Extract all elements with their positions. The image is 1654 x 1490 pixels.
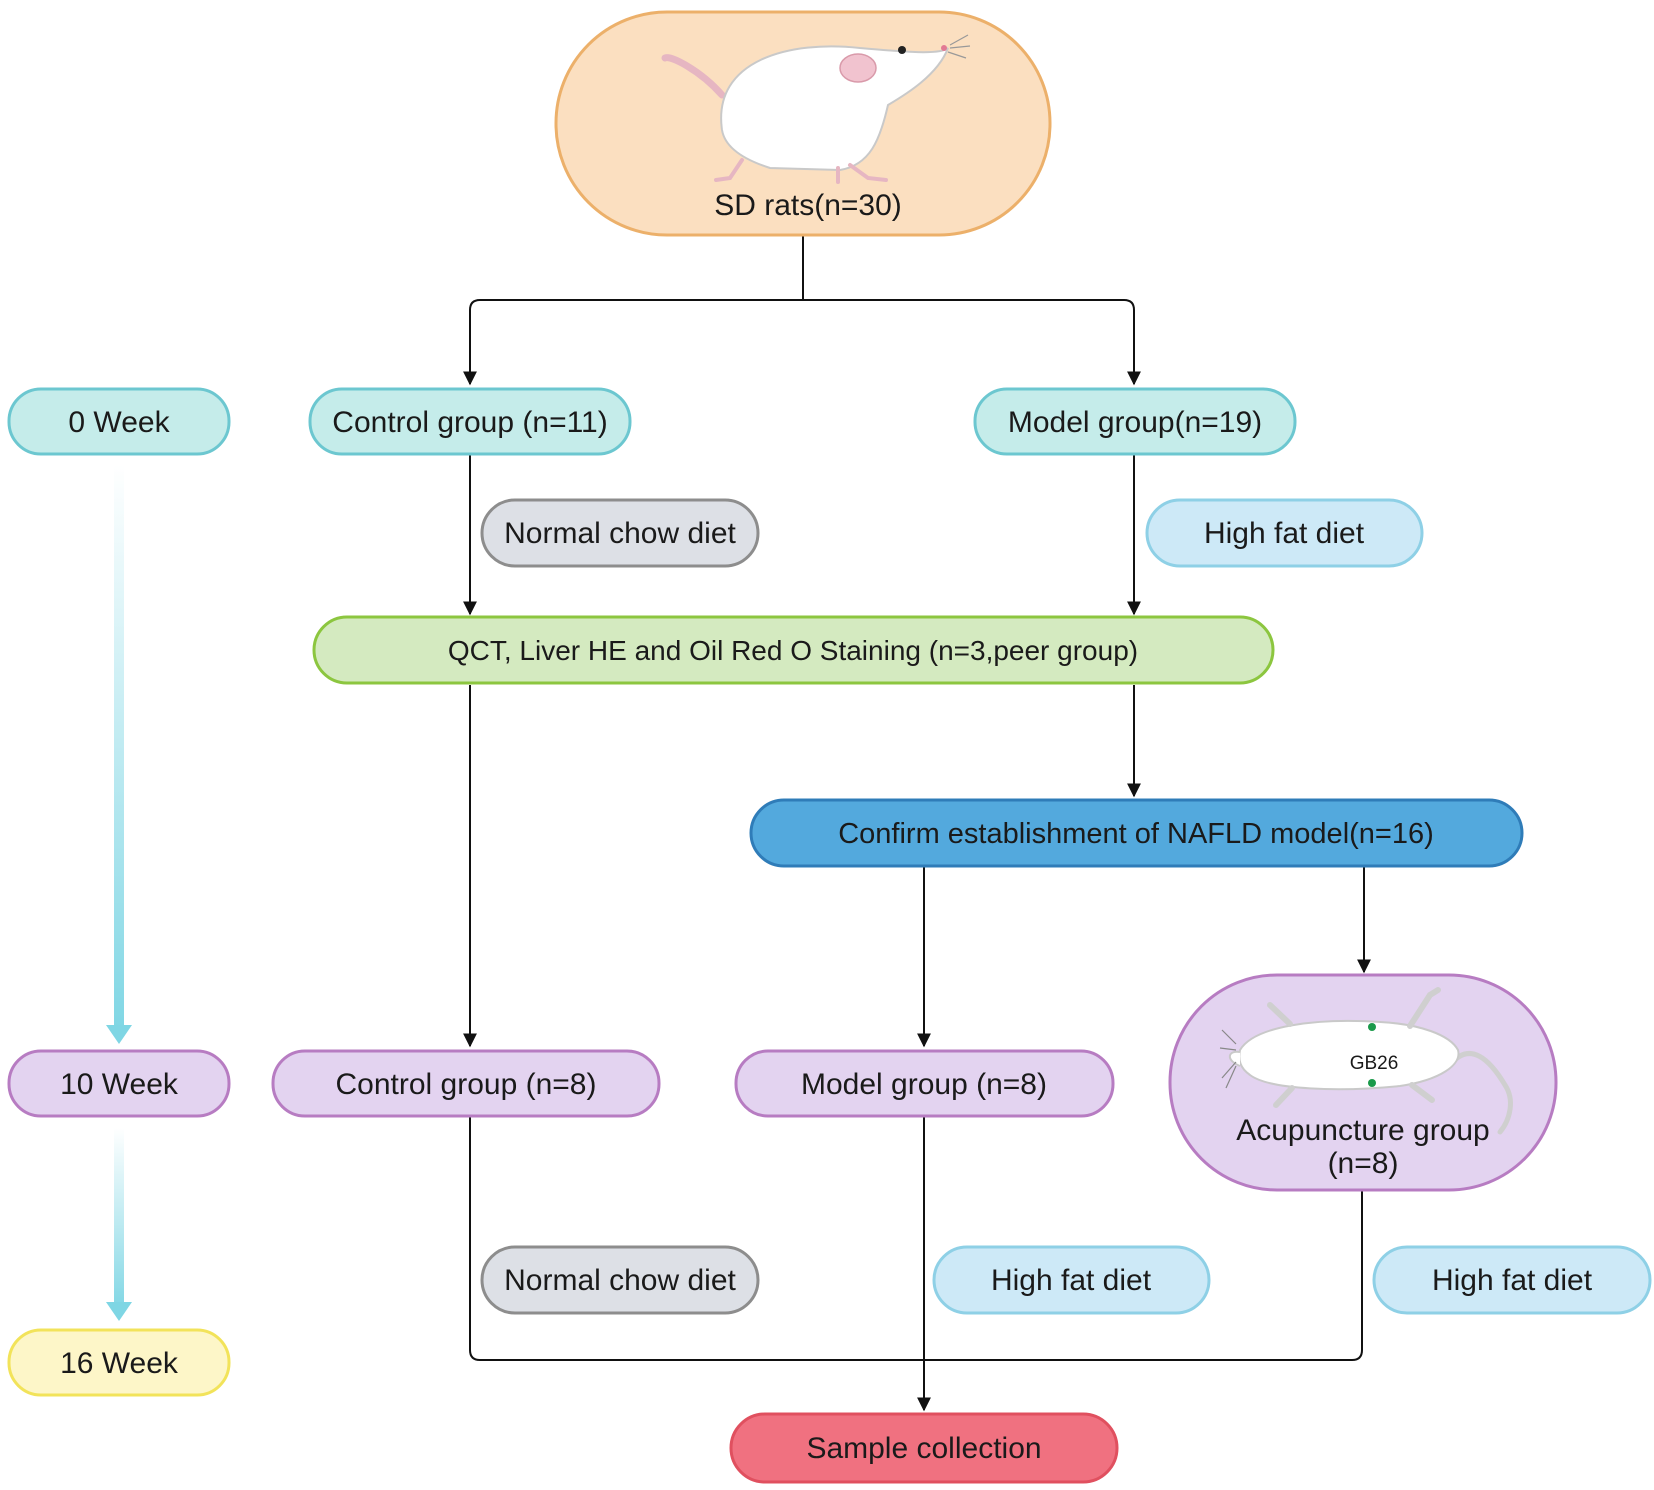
week-16-pill (7, 1328, 231, 1397)
acupoint-label: GB26 (1350, 1053, 1399, 1074)
timeline-bar-upper (114, 465, 124, 1035)
model-group-initial-shape (973, 387, 1297, 456)
control-group-initial-label: Control group (n=11) (332, 406, 607, 439)
connector-control-final-merge (469, 1116, 1363, 1361)
rat-icon (661, 34, 971, 184)
control-group-final-label: Control group (n=8) (336, 1068, 597, 1101)
normal-chow-diet-bottom-label: Normal chow diet (504, 1264, 736, 1297)
control-group-final-shape (271, 1049, 661, 1118)
week-10-label: 10 Week (60, 1068, 179, 1101)
start-node: SD rats(n=30) (554, 10, 1052, 237)
high-fat-diet-top-label: High fat diet (1204, 517, 1365, 550)
high-fat-diet-right-shape (1372, 1245, 1652, 1315)
connector-split-control (463, 236, 804, 386)
model-group-initial-label: Model group(n=19) (1008, 406, 1262, 439)
high-fat-diet-top-shape (1145, 498, 1424, 568)
rat-topview-icon (1219, 987, 1513, 1135)
high-fat-diet-right-label: High fat diet (1432, 1264, 1593, 1297)
timeline-arrowhead-upper (106, 1025, 132, 1044)
connector-split-model (803, 299, 1141, 386)
acupuncture-group: GB26 Acupuncture group (n=8) (1168, 973, 1558, 1192)
normal-chow-diet-top-shape (480, 498, 760, 568)
model-group-final-shape (734, 1049, 1115, 1118)
acupuncture-group-label-line1: Acupuncture group (1236, 1114, 1490, 1147)
high-fat-diet-mid-label: High fat diet (991, 1264, 1152, 1297)
sample-collection-shape (729, 1412, 1119, 1484)
acupuncture-group-label-line2: (n=8) (1328, 1147, 1399, 1180)
connectors (463, 236, 1371, 1412)
control-group-initial-shape (308, 387, 632, 456)
confirm-model-label: Confirm establishment of NAFLD model(n=1… (838, 818, 1434, 850)
normal-chow-diet-top-label: Normal chow diet (504, 517, 736, 550)
week-0-label: 0 Week (68, 406, 170, 439)
staining-step-shape (312, 615, 1275, 685)
week-0-pill (7, 387, 231, 456)
week-10-pill (7, 1049, 231, 1118)
timeline-bar-lower (114, 1128, 124, 1312)
timeline-arrowhead-lower (106, 1302, 132, 1321)
timeline: 0 Week 10 Week 16 Week (7, 387, 231, 1397)
start-node-label: SD rats(n=30) (714, 189, 902, 222)
high-fat-diet-mid-shape (932, 1245, 1211, 1315)
sample-collection-label: Sample collection (806, 1432, 1041, 1465)
week-16-label: 16 Week (60, 1347, 179, 1380)
confirm-model-shape (749, 798, 1524, 868)
staining-step-label: QCT, Liver HE and Oil Red O Staining (n=… (448, 635, 1138, 666)
model-group-final-label: Model group (n=8) (801, 1068, 1047, 1101)
normal-chow-diet-bottom-shape (480, 1245, 760, 1315)
